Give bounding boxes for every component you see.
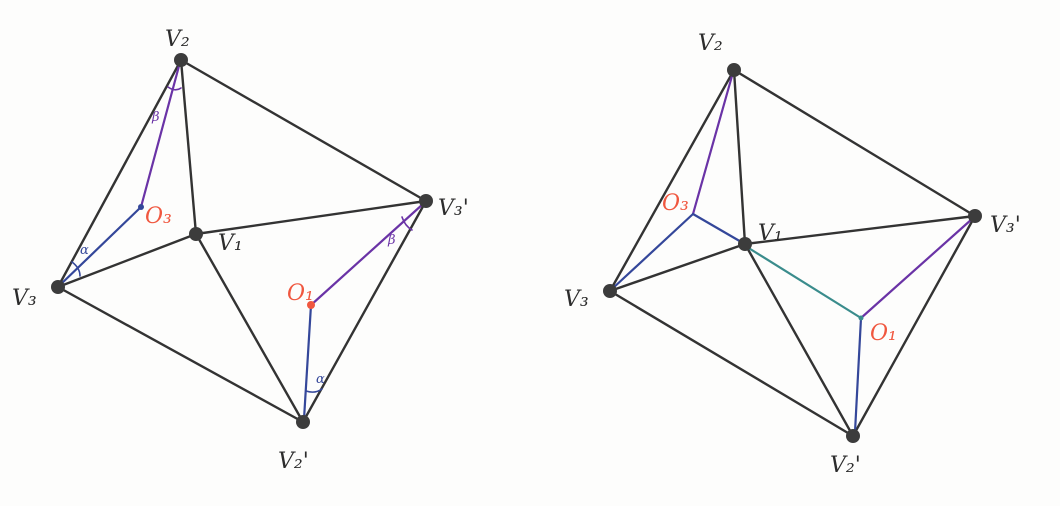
label-o3: O₃ bbox=[145, 204, 172, 229]
vertex-v3prime bbox=[968, 209, 982, 223]
label-v1: V₁ bbox=[758, 221, 783, 246]
vertex-v1 bbox=[738, 237, 752, 251]
edge-v3-v1 bbox=[608, 242, 747, 293]
label-v2: V₂ bbox=[165, 27, 190, 52]
segment-o3-v1 bbox=[691, 212, 745, 245]
label-alpha-v2prime: α bbox=[316, 372, 325, 387]
label-v2prime: V₂' bbox=[278, 449, 309, 474]
segment-v3prime-o1 bbox=[859, 217, 974, 320]
segment-o3-v3 bbox=[58, 205, 143, 287]
segment-v3prime-o1 bbox=[309, 202, 425, 307]
label-v2: V₂ bbox=[698, 31, 723, 56]
vertex-v3 bbox=[603, 284, 617, 298]
edge-v3prime-v2prime bbox=[851, 214, 977, 438]
label-o1: O₁ bbox=[287, 281, 314, 306]
segment-v1-o1 bbox=[745, 245, 863, 320]
edge-v3-v2prime bbox=[608, 289, 855, 438]
edge-v3prime-v2prime bbox=[301, 199, 428, 424]
vertex-v2prime bbox=[846, 429, 860, 443]
vertex-v3 bbox=[51, 280, 65, 294]
label-v3prime: V₃' bbox=[990, 213, 1021, 238]
edge-v2-v3prime bbox=[179, 58, 428, 203]
angle-arc-alpha-v3 bbox=[71, 261, 81, 277]
segment-o1-v2prime bbox=[302, 303, 313, 421]
right-figure: V₂ V₃ V₁ V₃' V₂' O₃ O₁ bbox=[564, 31, 1021, 478]
label-o1: O₁ bbox=[870, 321, 897, 346]
segment-o3-v3 bbox=[610, 212, 695, 291]
label-v3prime: V₃' bbox=[438, 196, 469, 221]
angle-arc-alpha-v2prime bbox=[305, 388, 323, 393]
label-v1: V₁ bbox=[218, 231, 243, 256]
segment-o1-v2prime bbox=[853, 316, 863, 434]
vertex-v1 bbox=[189, 227, 203, 241]
point-o3 bbox=[138, 204, 144, 210]
segment-v2-o3 bbox=[139, 64, 181, 209]
edge-v3-v1 bbox=[56, 232, 198, 289]
label-v3: V₃ bbox=[564, 287, 589, 312]
vertex-v2 bbox=[174, 53, 188, 67]
edge-v3-v2prime bbox=[56, 285, 305, 424]
left-figure: V₂ V₃ V₁ V₃' V₂' O₃ O₁ α β β α bbox=[12, 27, 469, 474]
edge-v2-v3 bbox=[608, 68, 736, 293]
edge-v2-v3prime bbox=[732, 68, 977, 218]
vertex-v2 bbox=[727, 63, 741, 77]
angle-arc-beta-v2 bbox=[167, 86, 182, 91]
vertex-v2prime bbox=[296, 415, 310, 429]
label-beta-v2: β bbox=[151, 110, 160, 125]
label-beta-v3prime: β bbox=[387, 233, 396, 248]
edge-v2-v3 bbox=[56, 58, 183, 289]
label-o3: O₃ bbox=[662, 191, 689, 216]
left-edges bbox=[56, 58, 428, 424]
edge-v1-v2prime bbox=[743, 242, 855, 438]
label-v2prime: V₂' bbox=[830, 453, 861, 478]
edge-v1-v3prime bbox=[743, 214, 977, 246]
edge-v1-v3prime bbox=[194, 199, 428, 236]
vertex-v3prime bbox=[419, 194, 433, 208]
segment-v2-o3 bbox=[691, 74, 734, 216]
edge-v2-v1 bbox=[732, 68, 747, 246]
point-o1 bbox=[858, 315, 864, 321]
label-v3: V₃ bbox=[12, 286, 37, 311]
right-edges bbox=[608, 68, 977, 438]
edge-v2-v1 bbox=[179, 58, 198, 236]
angle-arc-beta-v3prime bbox=[401, 216, 413, 231]
edge-v1-v2prime bbox=[194, 232, 305, 424]
label-alpha-v3: α bbox=[80, 243, 89, 258]
point-o1 bbox=[307, 301, 315, 309]
